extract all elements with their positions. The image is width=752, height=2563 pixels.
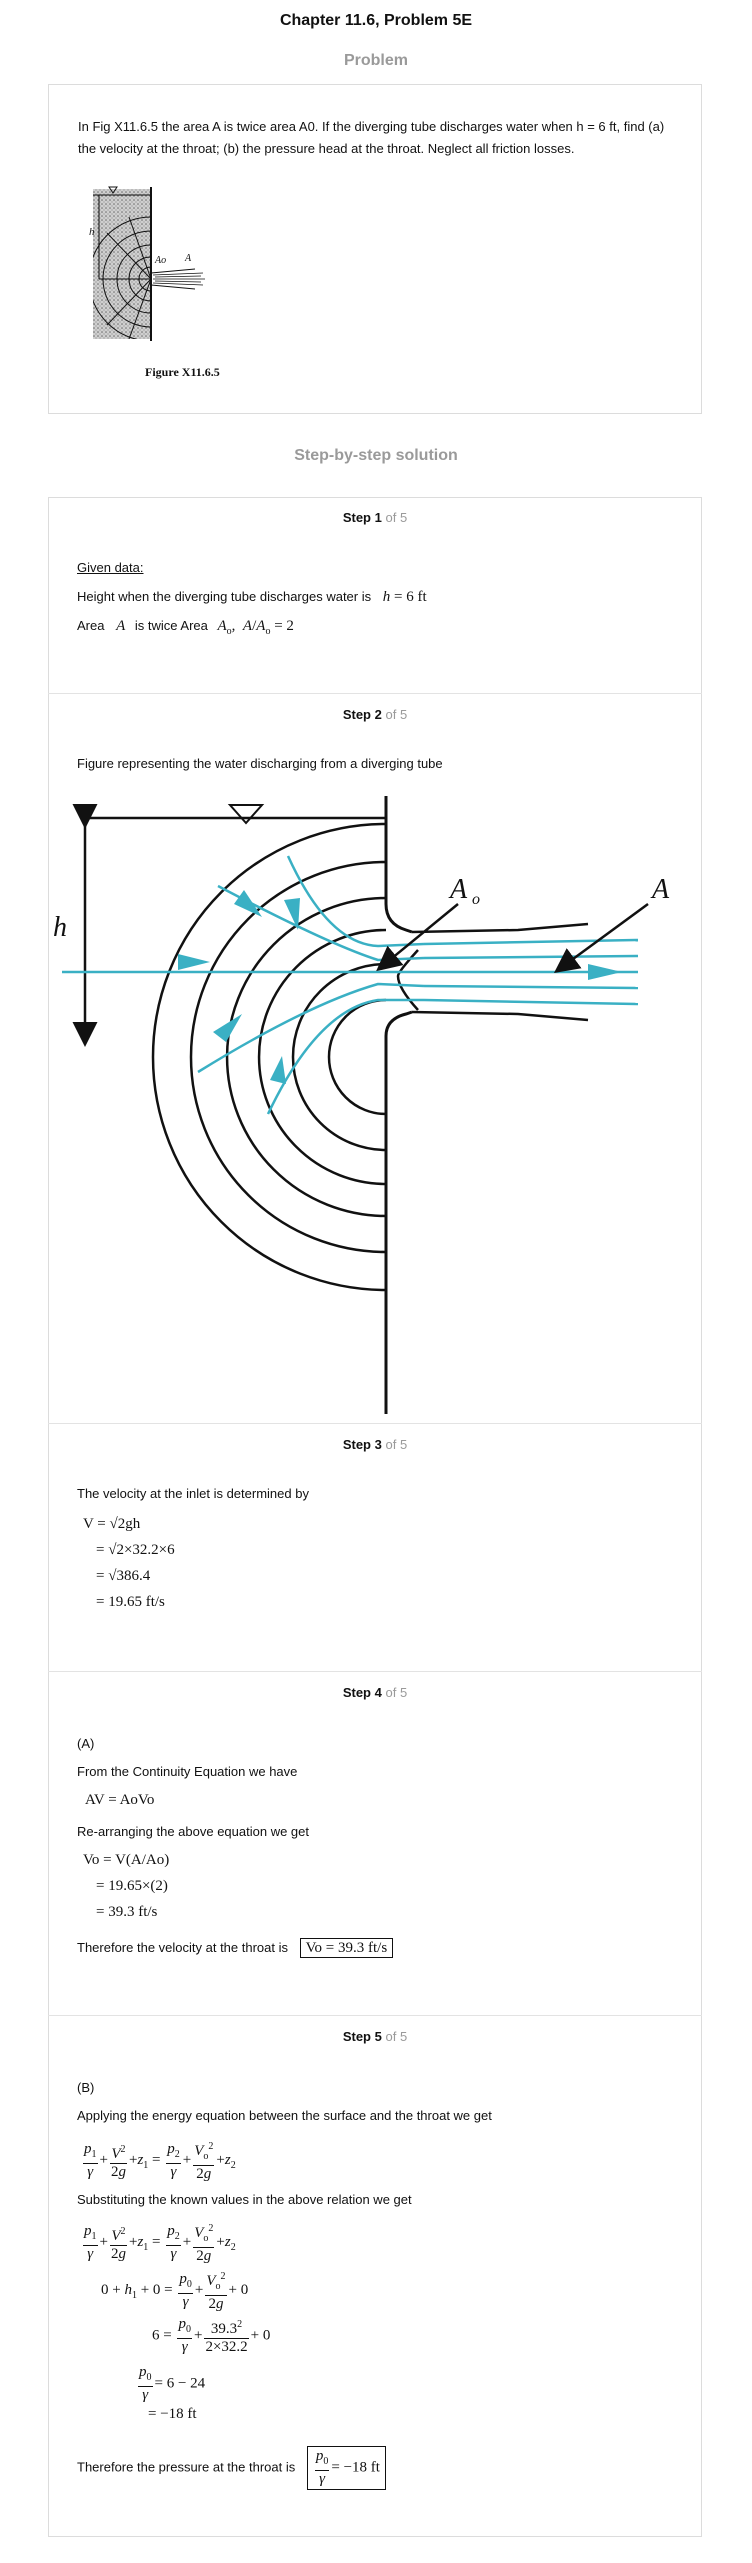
problem-figure-h-label: h — [89, 226, 95, 238]
step-1-header: Step 1 of 5 — [48, 510, 702, 525]
velocity-result-box: Vo = 39.3 ft/s — [299, 1938, 394, 1958]
solution-card — [48, 497, 702, 2537]
velocity-conclusion: Therefore the velocity at the throat is … — [77, 1938, 394, 1958]
step-2-number: 2 — [374, 707, 382, 722]
step-1: Step 1 of 5 Given data: Height when the … — [48, 497, 702, 693]
step-5-header: Step 5 of 5 — [48, 2029, 702, 2044]
velocity-eq-1: V = √2gh — [83, 1516, 141, 1532]
part-a-label: (A) — [77, 1736, 95, 1751]
given-line-2: Area A is twice Area Ao, A/Ao = 2 — [77, 618, 294, 637]
figure-a0-label: A — [448, 874, 468, 905]
step-1-number: 1 — [374, 510, 382, 525]
denominator-2x32: 2×32.2 — [205, 2339, 248, 2355]
given-line-1: Height when the diverging tube discharge… — [77, 589, 427, 606]
problem-card: In Fig X11.6.5 the area A is twice area … — [48, 84, 702, 414]
given-area-a-symbol: A — [116, 618, 126, 634]
solution-heading: Step-by-step solution — [294, 447, 458, 464]
step-3-number: 3 — [374, 1437, 382, 1452]
figure-a0-subscript: o — [472, 891, 480, 908]
step-3-header: Step 3 of 5 — [48, 1437, 702, 1452]
continuity-eq: AV = AoVo — [85, 1792, 155, 1808]
part-b-label: (B) — [77, 2080, 95, 2095]
water-surface-icon — [227, 804, 265, 825]
velocity-eq-4: = 19.65 ft/s — [96, 1594, 165, 1610]
figure-a-label: A — [650, 874, 670, 905]
velocity-eq-3: = √386.4 — [96, 1568, 151, 1584]
step-1-of: of 5 — [385, 510, 408, 525]
pressure-6-minus-24: = 6 − 24 — [154, 2375, 206, 2392]
step-2-text: Figure representing the water dischargin… — [77, 756, 443, 771]
pressure-head-result-line: = −18 ft — [148, 2406, 197, 2422]
step-3-text: The velocity at the inlet is determined … — [77, 1486, 309, 1501]
problem-text: In Fig X11.6.5 the area A is twice area … — [78, 119, 665, 156]
step-2: Step 2 of 5 Figure representing the wate… — [48, 693, 702, 1423]
step-2-header: Step 2 of 5 — [48, 707, 702, 722]
throat-velocity-eq-2: = 19.65×(2) — [96, 1878, 168, 1894]
step-5-number: 5 — [374, 2029, 382, 2044]
figure-caption: Figure X11.6.5 — [145, 365, 220, 379]
pressure-conclusion-text: Therefore the pressure at the throat is — [77, 2459, 296, 2475]
step-4: Step 4 of 5 (A) From the Continuity Equa… — [48, 1671, 702, 2015]
problem-figure-a0-label: Ao — [154, 255, 166, 266]
step-5-of: of 5 — [385, 2029, 408, 2044]
substituted-six: 6 — [152, 2327, 160, 2344]
throat-velocity-eq-1: Vo = V(A/Ao) — [83, 1852, 170, 1868]
velocity-eq-2: = √2×32.2×6 — [96, 1542, 175, 1558]
problem-figure: h Ao A — [89, 186, 205, 341]
step-3-of: of 5 — [385, 1437, 408, 1452]
step-4-of: of 5 — [385, 1685, 408, 1700]
numerator-39-3: 39.3 — [210, 2321, 238, 2337]
pressure-conclusion: Therefore the pressure at the throat is … — [77, 2446, 386, 2490]
figure-h-label: h — [53, 912, 67, 943]
given-h-math: h = 6 ft — [382, 589, 427, 605]
problem-figure-a-label: A — [184, 253, 192, 264]
problem-heading: Problem — [343, 52, 408, 69]
rearrange-text: Re-arranging the above equation we get — [77, 1824, 309, 1839]
step-4-number: 4 — [374, 1685, 382, 1700]
step-3: Step 3 of 5 The velocity at the inlet is… — [48, 1423, 702, 1671]
given-line-2-text-a: Area — [77, 618, 105, 633]
diverging-tube-figure: h A o A — [53, 796, 670, 1414]
given-line-2-text-b: is twice Area — [134, 618, 208, 633]
given-area-ratio-math: Ao, A/Ao = 2 — [217, 618, 294, 637]
substitute-text: Substituting the known values in the abo… — [77, 2192, 412, 2207]
step-4-header: Step 4 of 5 — [48, 1685, 702, 1700]
step-3-word: Step — [342, 1437, 371, 1452]
step-5: Step 5 of 5 (B) Applying the energy equa… — [48, 2015, 702, 2535]
energy-text: Applying the energy equation between the… — [77, 2108, 492, 2123]
velocity-conclusion-text: Therefore the velocity at the throat is — [77, 1940, 288, 1955]
given-line-1-text: Height when the diverging tube discharge… — [77, 589, 372, 604]
step-4-word: Step — [342, 1685, 371, 1700]
given-data-label: Given data: — [77, 560, 144, 575]
page-title: Chapter 11.6, Problem 5E — [279, 12, 473, 29]
pressure-result-value: = −18 ft — [331, 2459, 380, 2476]
step-2-of: of 5 — [385, 707, 408, 722]
step-5-word: Step — [342, 2029, 371, 2044]
step-2-word: Step — [342, 707, 371, 722]
throat-velocity-eq-3: = 39.3 ft/s — [96, 1904, 158, 1920]
step-1-word: Step — [342, 510, 371, 525]
continuity-text: From the Continuity Equation we have — [77, 1764, 298, 1779]
